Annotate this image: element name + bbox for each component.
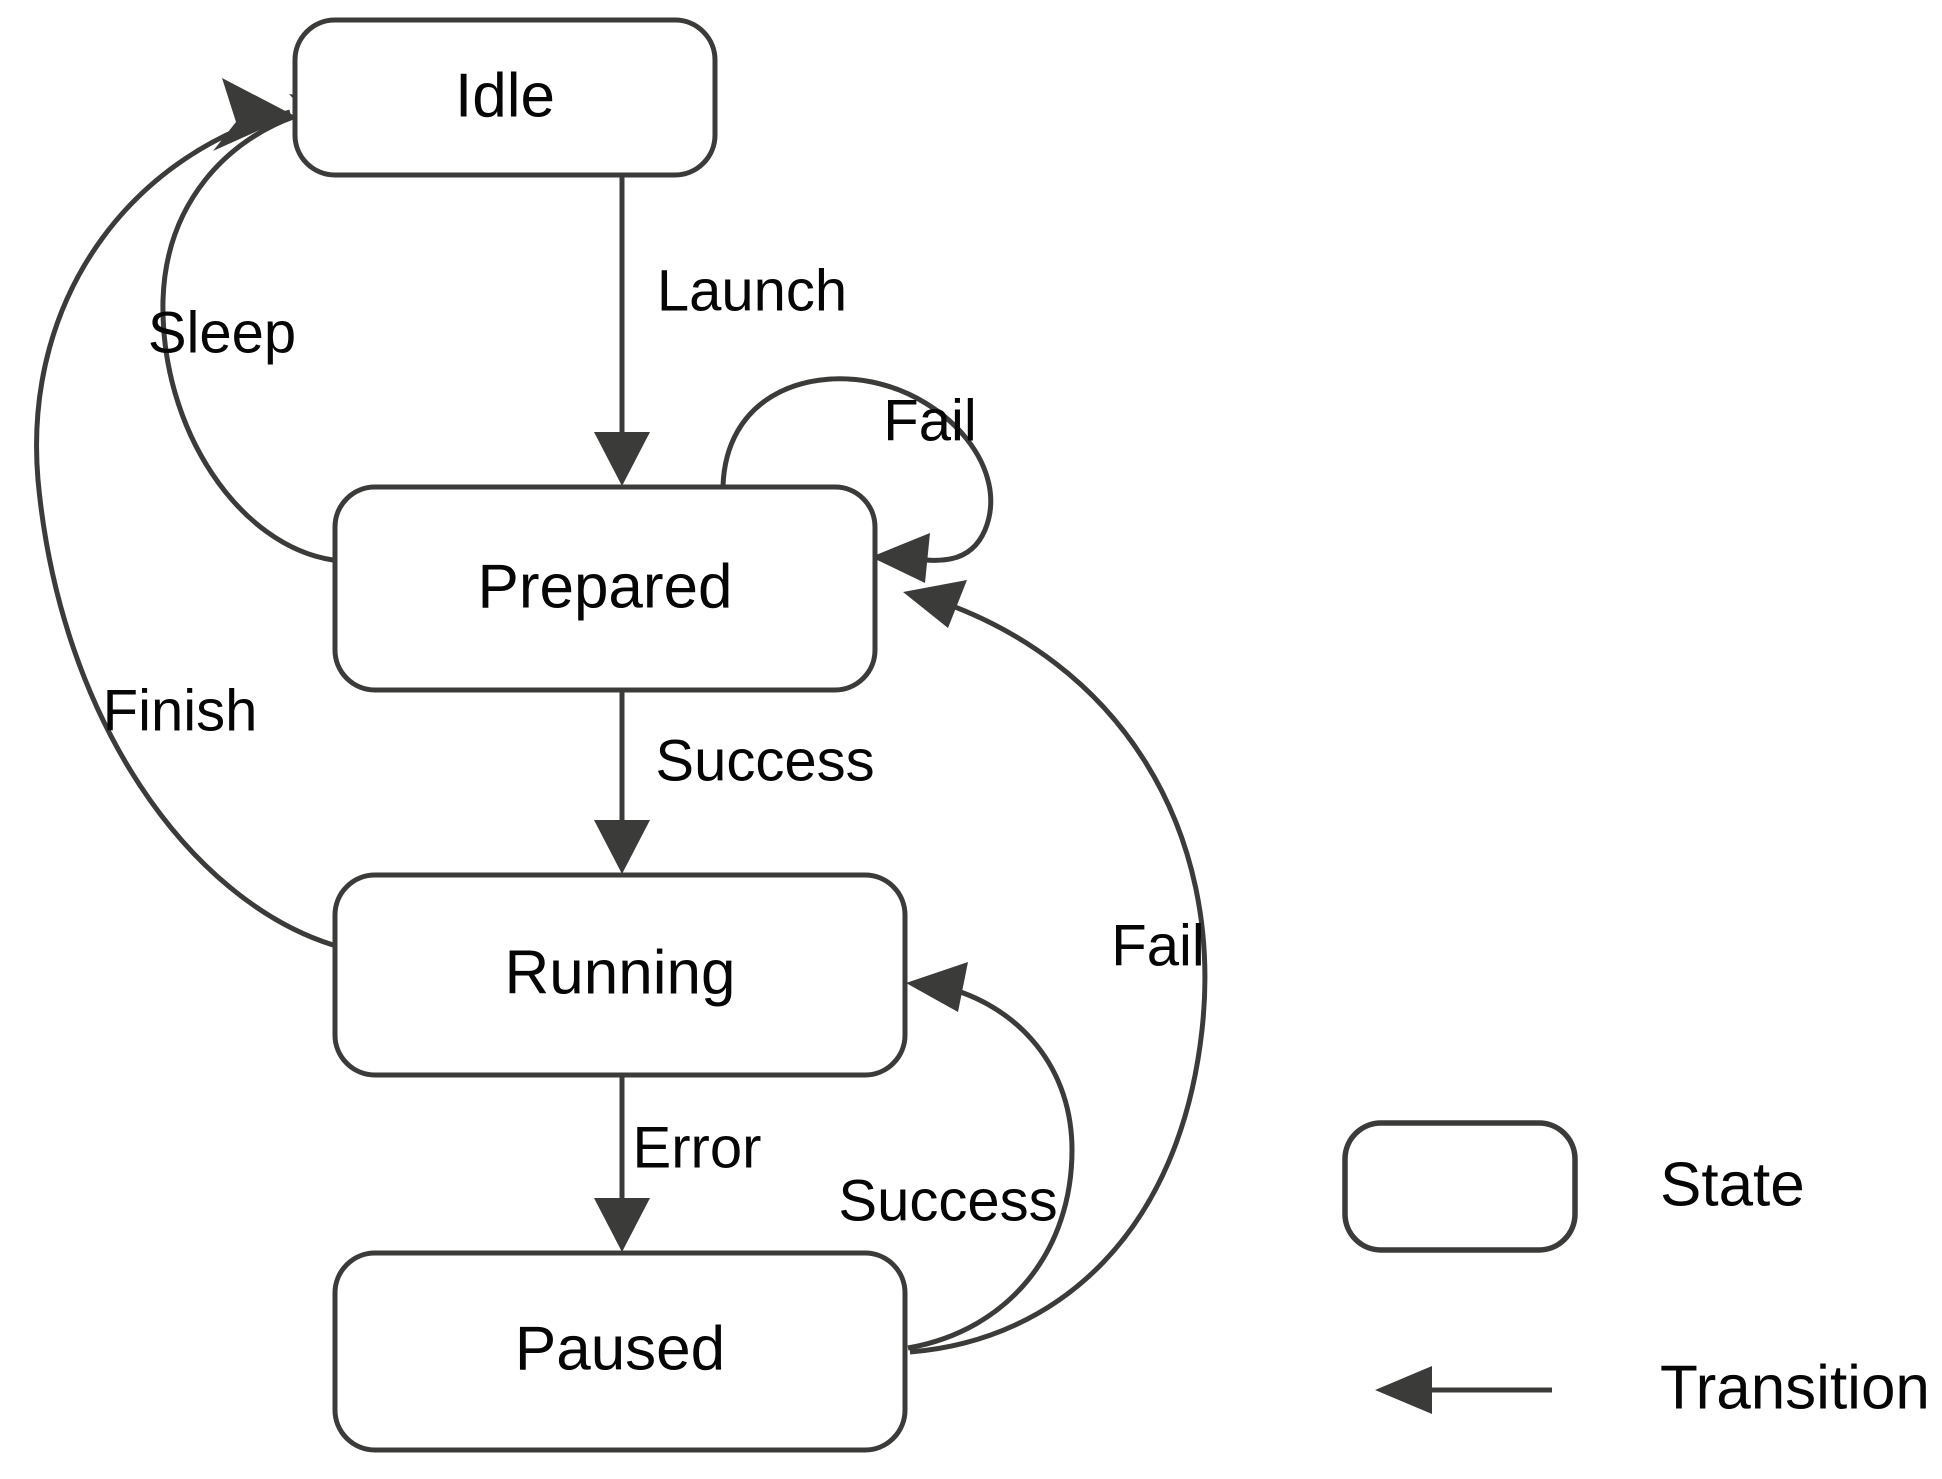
transition-success-prepared: [594, 691, 650, 874]
state-paused-shape[interactable]: [332, 1250, 908, 1453]
transition-success-paused-path: [907, 982, 1075, 1351]
transition-error-arrowhead: [594, 1198, 650, 1252]
legend-transition-icon-arrowhead: [1375, 1366, 1432, 1414]
transition-finish-label: Finish: [103, 678, 258, 743]
transition-fail-self: [720, 376, 994, 583]
state-prepared[interactable]: Prepared: [332, 484, 878, 693]
transition-launch-label: Launch: [657, 258, 847, 323]
transition-launch-arrowhead: [594, 432, 650, 486]
state-paused-label: Paused: [515, 1314, 725, 1383]
transition-fail-paused-path: [909, 595, 1208, 1355]
idle-inbound-arrowhead-group: [213, 78, 293, 151]
transition-sleep-label: Sleep: [148, 300, 296, 365]
transition-error: [594, 1076, 650, 1252]
transition-fail-self-arrowhead: [871, 533, 930, 583]
transition-error-label: Error: [633, 1115, 762, 1180]
transition-fail-paused: [903, 580, 1208, 1355]
legend-state-label: State: [1660, 1150, 1805, 1219]
legend-item-transition: Transition: [1375, 1353, 1930, 1422]
state-prepared-shape[interactable]: [332, 484, 878, 693]
state-paused[interactable]: Paused: [332, 1250, 908, 1453]
transition-success-paused-arrowhead: [906, 962, 968, 1012]
transition-fail-paused-label: Fail: [1111, 913, 1204, 978]
legend-state-icon: [1342, 1120, 1578, 1253]
transition-success-prepared-label: Success: [655, 728, 874, 793]
transition-sleep-path: [160, 114, 334, 563]
legend-transition-label: Transition: [1660, 1353, 1930, 1422]
state-idle-shape[interactable]: [292, 17, 718, 178]
state-prepared-label: Prepared: [477, 552, 732, 621]
legend: State Transition: [1342, 1120, 1930, 1422]
transition-success-prepared-arrowhead: [594, 820, 650, 874]
state-idle[interactable]: Idle: [292, 17, 718, 178]
transition-fail-self-label: Fail: [883, 388, 976, 453]
legend-item-state: State: [1342, 1120, 1805, 1253]
state-running-shape[interactable]: [332, 872, 908, 1078]
transition-success-paused-label: Success: [838, 1168, 1057, 1233]
transition-fail-paused-arrowhead: [903, 580, 967, 628]
idle-inbound-arrowhead: [213, 78, 293, 151]
transition-finish-path: [34, 109, 334, 948]
transition-fail-self-path: [720, 376, 994, 563]
transition-success-paused: [906, 962, 1075, 1351]
transition-launch: [594, 176, 650, 486]
transition-finish: [34, 109, 334, 948]
state-idle-label: Idle: [455, 61, 555, 130]
state-running[interactable]: Running: [332, 872, 908, 1078]
state-running-label: Running: [505, 938, 736, 1007]
